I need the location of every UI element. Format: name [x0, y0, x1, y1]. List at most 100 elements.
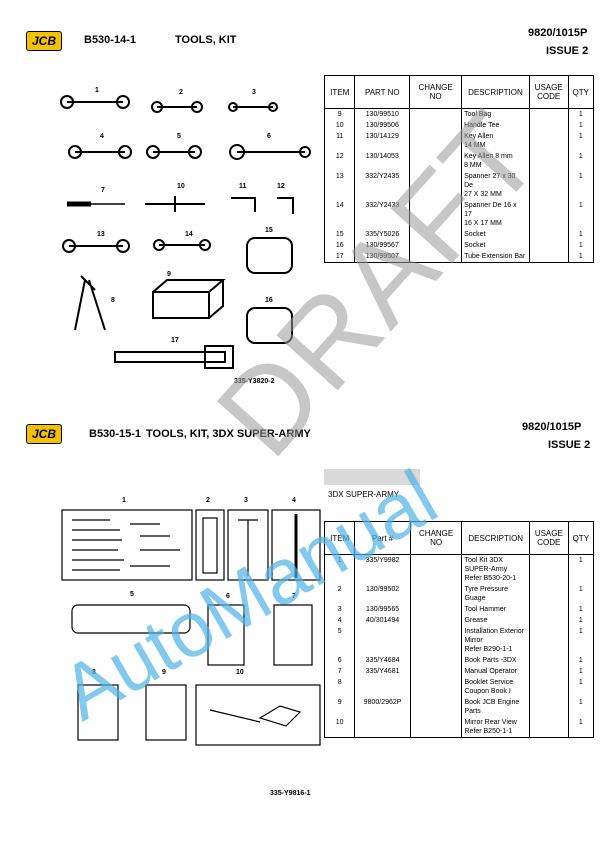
col-item: ITEM	[323, 75, 356, 109]
cell-item: 2	[323, 584, 356, 604]
cell-usage	[529, 626, 569, 655]
cell-change	[409, 251, 463, 263]
col-part-no: PART NO	[354, 75, 411, 109]
cell-usage	[529, 604, 569, 615]
cell-change	[409, 229, 463, 240]
col-usage-code: USAGE CODE	[528, 75, 569, 109]
cell-change	[409, 615, 463, 626]
cell-qty: 1	[567, 251, 595, 263]
svg-text:5: 5	[177, 133, 181, 140]
cell-part: 332/Y2435	[354, 171, 411, 200]
col-description: DESCRIPTION	[461, 75, 530, 109]
cell-qty: 1	[567, 229, 595, 240]
cell-qty: 1	[567, 677, 595, 697]
svg-text:3: 3	[252, 89, 256, 96]
cell-desc: Mirror Rear View Refer B250-1-1	[461, 717, 531, 738]
cell-item: 17	[323, 251, 356, 263]
col-description: DESCRIPTION	[461, 521, 531, 555]
cell-usage	[528, 229, 569, 240]
cell-change	[409, 171, 463, 200]
tools-kit-figure: 1 2 3 4 5 6 7 10 11 12 13 14 15 8 9 16 1…	[60, 87, 311, 369]
svg-text:6: 6	[226, 593, 230, 600]
cell-desc: Spanner 27 x 30 De 27 X 32 MM	[461, 171, 530, 200]
cell-change	[409, 604, 463, 615]
cell-part: 130/99507	[354, 251, 411, 263]
svg-text:9: 9	[167, 271, 171, 278]
cell-qty: 1	[567, 554, 595, 584]
cell-qty: 1	[567, 666, 595, 677]
cell-change	[409, 240, 463, 251]
army-kit-figure: 1 2 3 4 5 6 7 8 9 10	[61, 497, 321, 746]
cell-qty: 1	[567, 655, 595, 666]
cell-change	[409, 655, 463, 666]
cell-qty: 1	[567, 604, 595, 615]
cell-item: 11	[323, 131, 356, 151]
cell-desc: Key Allen 8 mm 8 MM	[461, 151, 530, 171]
cell-qty: 1	[567, 131, 595, 151]
jcb-logo: JCB	[26, 424, 62, 444]
cell-change	[409, 554, 463, 584]
cell-change	[409, 697, 463, 717]
cell-desc: Installation Exterior Mirror Refer B290-…	[461, 626, 531, 655]
col-change-no: CHANGE NO	[409, 75, 463, 109]
col-change-no: CHANGE NO	[409, 521, 463, 555]
svg-text:13: 13	[97, 231, 105, 238]
cell-usage	[529, 717, 569, 738]
cell-qty: 1	[567, 240, 595, 251]
cell-usage	[528, 151, 569, 171]
cell-desc: Tool Kit 3DX SUPER-Army Refer B530-20-1	[461, 554, 531, 584]
figure-ref: 335-Y9816-1	[270, 790, 311, 797]
cell-part: 130/99502	[354, 584, 411, 604]
svg-text:8: 8	[111, 297, 115, 304]
svg-text:9: 9	[162, 669, 166, 676]
cell-item: 14	[323, 200, 356, 229]
cell-part: 9800/2962P	[354, 697, 411, 717]
cell-change	[409, 666, 463, 677]
cell-qty: 1	[567, 697, 595, 717]
cell-qty: 1	[567, 151, 595, 171]
cell-item: 13	[323, 171, 356, 200]
col-qty: QTY	[567, 75, 595, 109]
cell-part: 335/Y9982	[354, 554, 411, 584]
cell-usage	[529, 697, 569, 717]
cell-usage	[528, 108, 569, 120]
cell-desc: Book JCB Engine Parts	[461, 697, 531, 717]
cell-part: 130/99567	[354, 240, 411, 251]
cell-item: 5	[323, 626, 356, 655]
svg-text:17: 17	[171, 337, 179, 344]
cell-item: 10	[323, 120, 356, 131]
cell-qty: 1	[567, 717, 595, 738]
svg-text:2: 2	[179, 89, 183, 96]
cell-change	[409, 717, 463, 738]
svg-text:10: 10	[236, 669, 244, 676]
cell-change	[409, 151, 463, 171]
cell-change	[409, 584, 463, 604]
cell-change	[409, 200, 463, 229]
cell-item: 1	[323, 554, 356, 584]
cell-item: 9	[323, 108, 356, 120]
cell-desc: Tool Bag	[461, 108, 530, 120]
cell-item: 10	[323, 717, 356, 738]
svg-text:15: 15	[265, 227, 273, 234]
cell-change	[409, 626, 463, 655]
svg-text:6: 6	[267, 133, 271, 140]
section-title: TOOLS, KIT, 3DX SUPER-ARMY	[146, 428, 311, 440]
section-title: TOOLS, KIT	[175, 34, 237, 46]
svg-text:1: 1	[122, 497, 126, 504]
cell-part: 335/Y4684	[354, 655, 411, 666]
cell-part: 332/Y2433	[354, 200, 411, 229]
cell-item: 7	[323, 666, 356, 677]
